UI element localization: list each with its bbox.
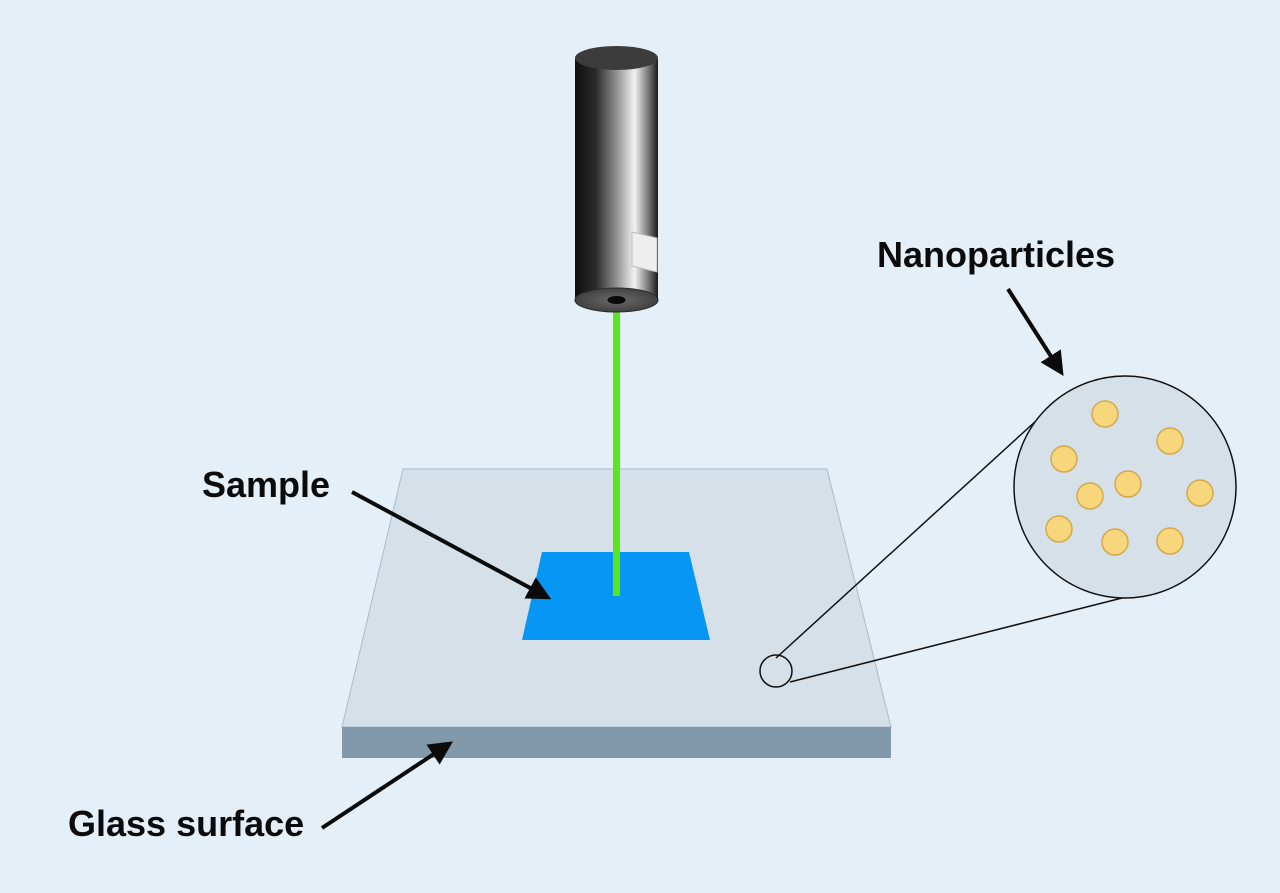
nanoparticle-dot-icon: [1050, 445, 1078, 473]
nanoparticle-dot-icon: [1101, 528, 1129, 556]
laser-side-tab: [631, 231, 658, 273]
label-glass-surface: Glass surface: [68, 803, 304, 844]
nanoparticle-dot-icon: [1156, 527, 1184, 555]
cylinder-laser-head-icon: [574, 46, 659, 313]
glass-edge: [342, 727, 891, 758]
label-sample: Sample: [202, 464, 330, 505]
magnifier-line-lower: [789, 596, 1127, 683]
label-nanoparticles: Nanoparticles: [877, 234, 1115, 275]
arrow-glass-surface: [320, 741, 454, 830]
nanoparticle-dot-icon: [1156, 427, 1184, 455]
nanoparticle-group: [1045, 400, 1214, 556]
nanoparticle-dot-icon: [1091, 400, 1119, 428]
arrow-nanoparticles: [1006, 287, 1064, 377]
nanoparticle-dot-icon: [1186, 479, 1214, 507]
laser-aperture: [607, 296, 626, 304]
nanoparticle-dot-icon: [1045, 515, 1073, 543]
nanoparticle-dot-icon: [1076, 482, 1104, 510]
arrow-sample: [351, 490, 552, 600]
magnifier-line-upper: [775, 419, 1038, 659]
laser-beam-icon: [613, 298, 620, 596]
magnifier-small-circle: [759, 654, 793, 688]
nanoparticle-dot-icon: [1114, 470, 1142, 498]
